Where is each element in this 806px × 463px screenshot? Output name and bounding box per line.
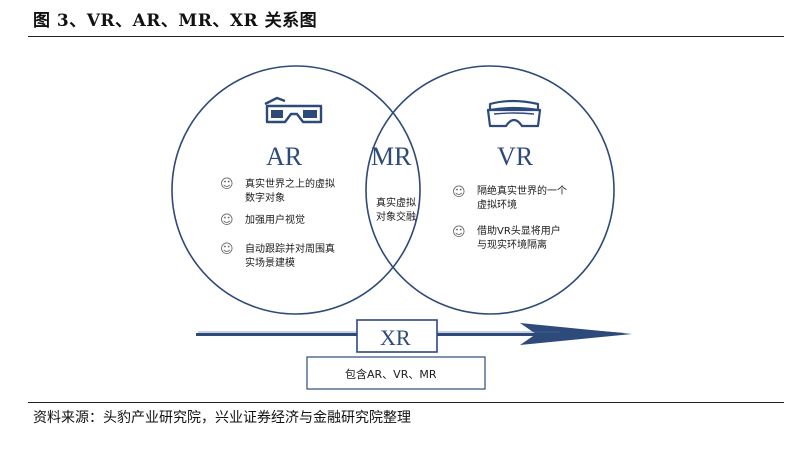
smiley-icon: ☺ — [220, 177, 234, 192]
xr-includes-text: 包含AR、VR、MR — [345, 367, 437, 381]
ar-label: AR — [266, 142, 303, 171]
3d-glasses-icon — [264, 96, 323, 124]
source-note: 资料来源：头豹产业研究院，兴业证券经济与金融研究院整理 — [33, 410, 411, 426]
smiley-icon: ☺ — [220, 213, 234, 228]
ar-circle — [171, 65, 421, 315]
ar-bullet-1-line-2: 数字对象 — [245, 191, 285, 204]
ar-bullet-3-line-2: 实场景建模 — [245, 256, 295, 269]
vr-bullet-1-line-1: 隔绝真实世界的一个 — [477, 184, 567, 197]
smiley-icon: ☺ — [452, 225, 466, 240]
bottom-rule — [28, 402, 784, 403]
xr-label: XR — [380, 325, 411, 350]
figure-title: 图 3、VR、AR、MR、XR 关系图 — [33, 11, 318, 31]
vr-bullet-2-line-2: 与现实环境隔离 — [477, 238, 547, 251]
ar-bullet-1-line-1: 真实世界之上的虚拟 — [245, 177, 335, 190]
smiley-icon: ☺ — [452, 185, 466, 200]
mr-line-1: 真实虚拟 — [376, 196, 416, 209]
ar-bullet-2: 加强用户视觉 — [245, 213, 305, 226]
mr-line-2: 对象交融 — [376, 210, 416, 223]
xr-includes-box — [306, 356, 486, 390]
mr-label: MR — [371, 142, 412, 171]
top-rule — [28, 36, 784, 37]
vr-label: VR — [497, 142, 534, 171]
xr-box — [356, 319, 438, 353]
ar-bullet-3-line-1: 自动跟踪并对周围真 — [245, 242, 335, 255]
vr-headset-icon — [486, 99, 542, 128]
vr-bullet-2-line-1: 借助VR头显将用户 — [477, 224, 561, 237]
smiley-icon: ☺ — [220, 242, 234, 257]
vr-bullet-1-line-2: 虚拟环境 — [477, 198, 517, 211]
vr-circle — [365, 65, 615, 315]
